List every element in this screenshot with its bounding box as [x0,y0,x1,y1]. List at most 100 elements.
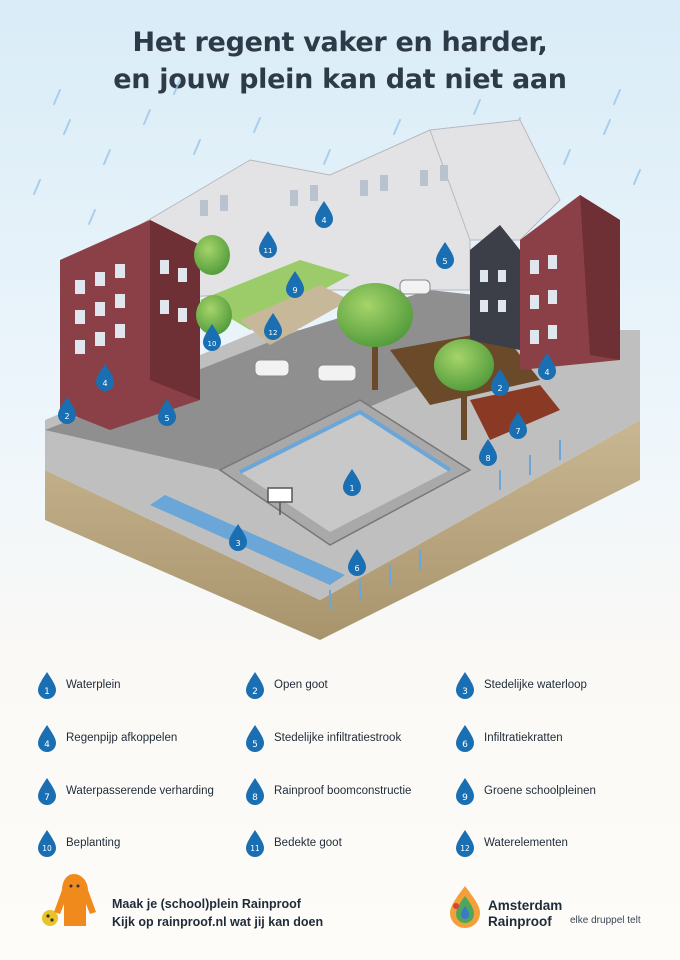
svg-text:3: 3 [462,687,468,697]
soil-block [45,420,640,640]
drop-icon: 3 [456,672,474,699]
svg-text:12: 12 [269,329,278,337]
marker-8: 8 [479,439,497,466]
drop-icon: 12 [456,830,474,857]
marker-4-top: 4 [315,201,333,228]
legend-item-3: 3 Stedelijke waterloop [454,670,587,700]
marker-5-left: 5 [158,399,176,426]
legend-item-4: 4 Regenpijp afkoppelen [36,723,177,753]
svg-text:12: 12 [460,844,470,853]
svg-text:1: 1 [349,484,354,493]
legend-item-9: 9 Groene schoolpleinen [454,776,596,806]
marker-11: 11 [259,231,277,258]
svg-text:11: 11 [250,844,260,853]
city-square-illustration: 1 2 2 3 4 4 4 5 5 6 7 8 9 10 11 12 [33,79,641,640]
svg-text:2: 2 [64,412,69,421]
svg-text:5: 5 [252,740,258,750]
legend-item-1: 1 Waterplein [36,670,121,700]
legend-label: Stedelijke infiltratiestrook [274,732,402,744]
amsterdam-rainproof-logo-icon [450,886,480,928]
legend-label: Open goot [274,679,328,691]
svg-text:10: 10 [208,340,217,348]
drop-icon: 5 [246,725,264,752]
legend-item-2: 2 Open goot [244,670,328,700]
urban-waterway [150,495,345,585]
legend-item-8: 8 Rainproof boomconstructie [244,776,411,806]
marker-7: 7 [509,412,527,439]
drop-icon: 7 [38,778,56,805]
svg-text:9: 9 [462,793,468,803]
marker-9: 9 [286,271,304,298]
svg-text:2: 2 [497,384,502,393]
svg-text:7: 7 [515,427,520,436]
marker-2-left: 2 [58,397,76,424]
title-line-1: Het regent vaker en harder, [132,27,548,58]
svg-text:6: 6 [462,740,468,750]
title-line-2: en jouw plein kan dat niet aan [113,64,567,95]
marker-3: 3 [229,524,247,551]
illustration-markers: 1 2 2 3 4 4 4 5 5 6 7 8 9 10 11 12 [58,201,556,576]
svg-text:2: 2 [252,687,258,697]
drop-icon: 4 [38,725,56,752]
drop-icon: 6 [456,725,474,752]
svg-text:8: 8 [485,454,490,463]
svg-text:5: 5 [442,257,447,266]
marker-5-top: 5 [436,242,454,269]
svg-text:8: 8 [252,793,258,803]
svg-text:1: 1 [44,687,50,697]
right-buildings [470,195,620,370]
legend-item-6: 6 Infiltratiekratten [454,723,563,753]
legend-label: Beplanting [66,837,121,849]
permeable-paving [470,385,560,440]
tagline: elke druppel telt [570,915,641,926]
drop-icon: 10 [38,830,56,857]
marker-10: 10 [203,324,221,351]
legend-item-7: 7 Waterpasserende verharding [36,776,214,806]
legend-label: Rainproof boomconstructie [274,785,412,797]
cta-line-1: Maak je (school)plein Rainproof [112,897,301,911]
legend-item-11: 11 Bedekte goot [244,828,342,858]
brand-name-line-1: Amsterdam [488,898,563,913]
svg-text:5: 5 [164,414,169,423]
svg-text:11: 11 [264,247,273,255]
svg-text:4: 4 [321,216,326,225]
legend-label: Infiltratiekratten [484,732,563,744]
drop-icon: 9 [456,778,474,805]
legend-label: Bedekte goot [274,837,342,849]
legend-label: Waterelementen [484,837,568,849]
left-brick-building [60,220,200,430]
svg-text:4: 4 [44,740,50,750]
svg-text:9: 9 [292,286,297,295]
legend-label: Stedelijke waterloop [484,679,587,691]
page-title: Het regent vaker en harder, en jouw plei… [0,24,680,98]
svg-text:6: 6 [354,564,359,573]
marker-1: 1 [343,469,361,496]
infiltration-arrows [329,440,561,610]
svg-text:4: 4 [544,368,549,377]
svg-text:10: 10 [42,844,52,853]
marker-2-right: 2 [491,369,509,396]
green-schoolyard [200,260,350,330]
marker-4-left: 4 [96,364,114,391]
legend-item-10: 10 Beplanting [36,828,120,858]
marker-12: 12 [264,313,282,340]
drop-icon: 8 [246,778,264,805]
marker-4-right: 4 [538,353,556,380]
legend-item-5: 5 Stedelijke infiltratiestrook [244,723,401,753]
legend-label: Regenpijp afkoppelen [66,732,178,744]
legend-label: Waterplein [66,679,121,691]
trees [194,235,494,440]
legend: 1 Waterplein 2 Open goot 3 Stedelijke wa… [0,660,680,860]
basketball-hoop [267,487,293,515]
legend-label: Waterpasserende verharding [66,785,214,797]
svg-text:7: 7 [44,793,50,803]
svg-text:4: 4 [102,379,107,388]
drop-icon: 2 [246,672,264,699]
drop-icon: 1 [38,672,56,699]
raincoat-mascot-icon [42,874,96,926]
brand-name-line-2: Rainproof [488,914,552,929]
marker-6: 6 [348,549,366,576]
cta-line-2[interactable]: Kijk op rainproof.nl wat jij kan doen [112,915,324,929]
cars [254,279,431,382]
legend-item-12: 12 Waterelementen [454,828,568,858]
